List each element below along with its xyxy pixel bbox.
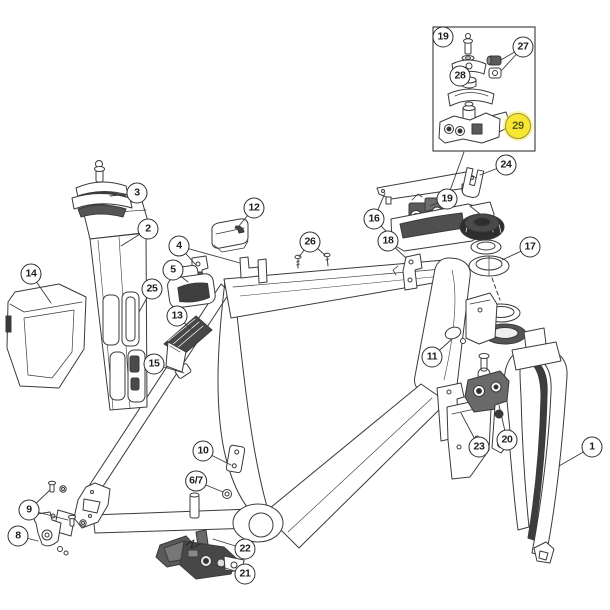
rear-brake-drawing	[155, 529, 245, 580]
callout-19[interactable]: 19	[436, 188, 458, 210]
callout-4[interactable]: 4	[168, 235, 190, 257]
headset-drawing	[444, 213, 527, 345]
wedge-drawing	[163, 315, 213, 373]
steerer-clamp-drawing	[461, 167, 485, 198]
callout-16[interactable]: 16	[363, 208, 385, 230]
callout-9[interactable]: 9	[18, 499, 40, 521]
callout-1[interactable]: 1	[581, 436, 603, 458]
saddle-clamp-drawing	[71, 160, 133, 218]
callout-22[interactable]: 22	[234, 538, 256, 560]
callout-11[interactable]: 11	[421, 346, 443, 368]
callout-17[interactable]: 17	[519, 236, 541, 258]
callout-8[interactable]: 8	[7, 525, 29, 547]
grommet-cap	[444, 326, 462, 340]
callout-14[interactable]: 14	[20, 263, 42, 285]
callout-13[interactable]: 13	[166, 305, 188, 327]
callout-23[interactable]: 23	[468, 436, 490, 458]
callout-10[interactable]: 10	[192, 440, 214, 462]
callout-18[interactable]: 18	[377, 230, 399, 252]
seatpost-drawing	[81, 200, 152, 411]
callout-15[interactable]: 15	[143, 353, 165, 375]
callout-2[interactable]: 2	[137, 218, 159, 240]
callout-3[interactable]: 3	[126, 182, 148, 204]
callout-20[interactable]: 20	[496, 429, 518, 451]
callout-21[interactable]: 21	[234, 563, 256, 585]
callout-6-7[interactable]: 6/7	[185, 470, 207, 492]
callout-24[interactable]: 24	[495, 154, 517, 176]
head-covers-drawing	[436, 382, 492, 480]
callout-28[interactable]: 28	[449, 65, 471, 87]
storage-box-drawing	[5, 283, 87, 389]
callout-5[interactable]: 5	[162, 259, 184, 281]
callout-12[interactable]: 12	[243, 197, 265, 219]
callout-19-inset[interactable]: 19	[432, 26, 454, 48]
callout-29[interactable]: 29	[505, 113, 531, 139]
callout-27[interactable]: 27	[512, 36, 534, 58]
callout-26[interactable]: 26	[299, 231, 321, 253]
axle-screws-drawing	[48, 480, 87, 527]
callout-25[interactable]: 25	[141, 278, 163, 300]
